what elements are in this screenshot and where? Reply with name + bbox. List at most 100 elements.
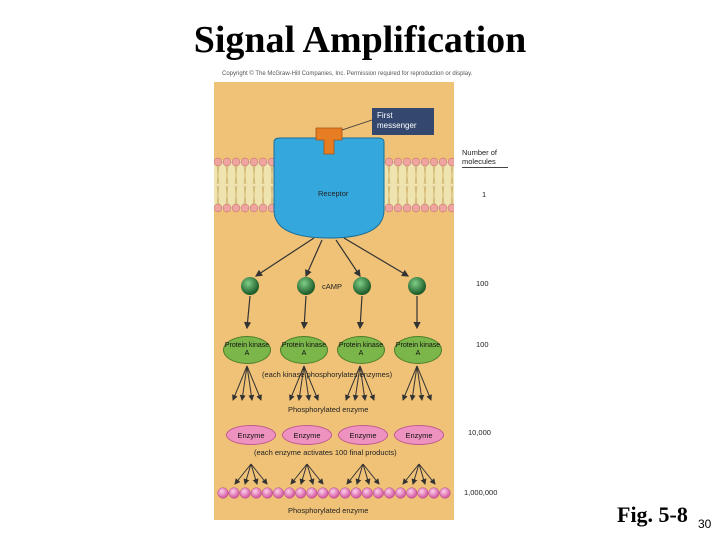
final-product: [250, 487, 262, 499]
arrow: [359, 365, 375, 401]
lipid-tail: [225, 165, 229, 205]
protein-kinase-a: Protein kinase A: [337, 336, 385, 364]
final-product: [361, 487, 373, 499]
final-product: [261, 487, 273, 499]
arrow: [232, 365, 248, 401]
enzyme-note: (each enzyme activates 100 final product…: [254, 448, 397, 457]
lipid-head: [222, 203, 232, 213]
arrow: [359, 365, 368, 401]
arrow: [345, 365, 361, 401]
final-product: [284, 487, 296, 499]
first-messenger-shape: [315, 127, 343, 155]
lipid-head: [393, 203, 403, 213]
final-product: [339, 487, 351, 499]
lipid-tail: [261, 165, 265, 205]
lipid-head: [231, 203, 241, 213]
enzyme: Enzyme: [282, 425, 332, 445]
arrow: [409, 365, 418, 401]
lipid-head: [438, 203, 448, 213]
copyright-notice: Copyright © The McGraw-Hill Companies, I…: [222, 71, 473, 77]
page-number: 30: [698, 517, 712, 531]
lipid-head: [429, 203, 439, 213]
arrow: [246, 365, 262, 401]
lipid-tail: [252, 165, 256, 205]
final-product: [428, 487, 440, 499]
final-product: [328, 487, 340, 499]
lipid-head: [231, 157, 241, 167]
lipid-head: [384, 157, 394, 167]
arrow: [355, 463, 364, 485]
receptor-label: Receptor: [318, 189, 349, 198]
arrow: [352, 365, 361, 401]
final-product: [317, 487, 329, 499]
arrow: [299, 463, 308, 485]
final-product: [228, 487, 240, 499]
lipid-head: [402, 157, 412, 167]
lipid-head: [411, 203, 421, 213]
lipid-tail: [405, 165, 409, 205]
lipid-head: [402, 203, 412, 213]
final-product: [239, 487, 251, 499]
arrow: [250, 463, 268, 485]
arrow: [296, 365, 305, 401]
lipid-tail: [423, 165, 427, 205]
lipid-tail: [216, 165, 220, 205]
count-final-products: 1,000,000: [464, 488, 498, 497]
arrow: [303, 365, 319, 401]
lipid-head: [214, 203, 223, 213]
arrow: [416, 365, 432, 401]
lipid-head: [384, 203, 394, 213]
arrow: [402, 463, 420, 485]
final-product: [406, 487, 418, 499]
arrow: [418, 463, 436, 485]
lipid-tail: [396, 165, 400, 205]
lipid-head: [420, 157, 430, 167]
final-product: [395, 487, 407, 499]
camp-sphere: [241, 277, 259, 295]
protein-kinase-a: Protein kinase A: [394, 336, 442, 364]
slide-title: Signal Amplification: [193, 19, 527, 61]
arrow: [416, 365, 425, 401]
lipid-head: [222, 157, 232, 167]
arrow: [243, 463, 252, 485]
enzyme: Enzyme: [226, 425, 276, 445]
lipid-head: [393, 157, 403, 167]
lipid-head: [214, 157, 223, 167]
lipid-tail: [432, 165, 436, 205]
lipid-head: [249, 203, 259, 213]
lipid-tail: [234, 165, 238, 205]
count-kinase: 100: [476, 340, 489, 349]
arrows-kinase-to-enzyme: [232, 365, 432, 401]
arrow: [246, 365, 255, 401]
final-product: [272, 487, 285, 499]
arrow: [418, 463, 427, 485]
arrow: [362, 463, 380, 485]
arrows-enzyme-to-product: [234, 463, 436, 485]
amplification-figure: Receptor cAMP Protein kinase A Protein k…: [214, 82, 454, 520]
kinase-note: (each kinase phosphorylates enzymes): [262, 370, 393, 379]
protein-kinase-a: Protein kinase A: [223, 336, 271, 364]
lipid-head: [240, 203, 250, 213]
arrow: [290, 463, 308, 485]
arrow: [303, 365, 312, 401]
lipid-head: [420, 203, 430, 213]
lipid-tail: [270, 165, 274, 205]
arrows-receptor-to-camp: [254, 237, 410, 278]
lipid-tail: [387, 165, 391, 205]
final-product: [439, 487, 451, 499]
count-receptor: 1: [482, 190, 487, 199]
final-product: [217, 487, 229, 499]
arrow: [346, 463, 364, 485]
final-product: [383, 487, 396, 499]
camp-sphere: [297, 277, 315, 295]
lipid-head: [258, 203, 268, 213]
final-product: [372, 487, 384, 499]
enzyme: Enzyme: [338, 425, 388, 445]
count-enzyme: 10,000: [468, 428, 491, 437]
final-product: [350, 487, 362, 499]
figure-graphics: [214, 119, 454, 499]
arrow: [411, 463, 420, 485]
arrow: [362, 463, 371, 485]
arrow: [234, 463, 252, 485]
final-product: [417, 487, 429, 499]
